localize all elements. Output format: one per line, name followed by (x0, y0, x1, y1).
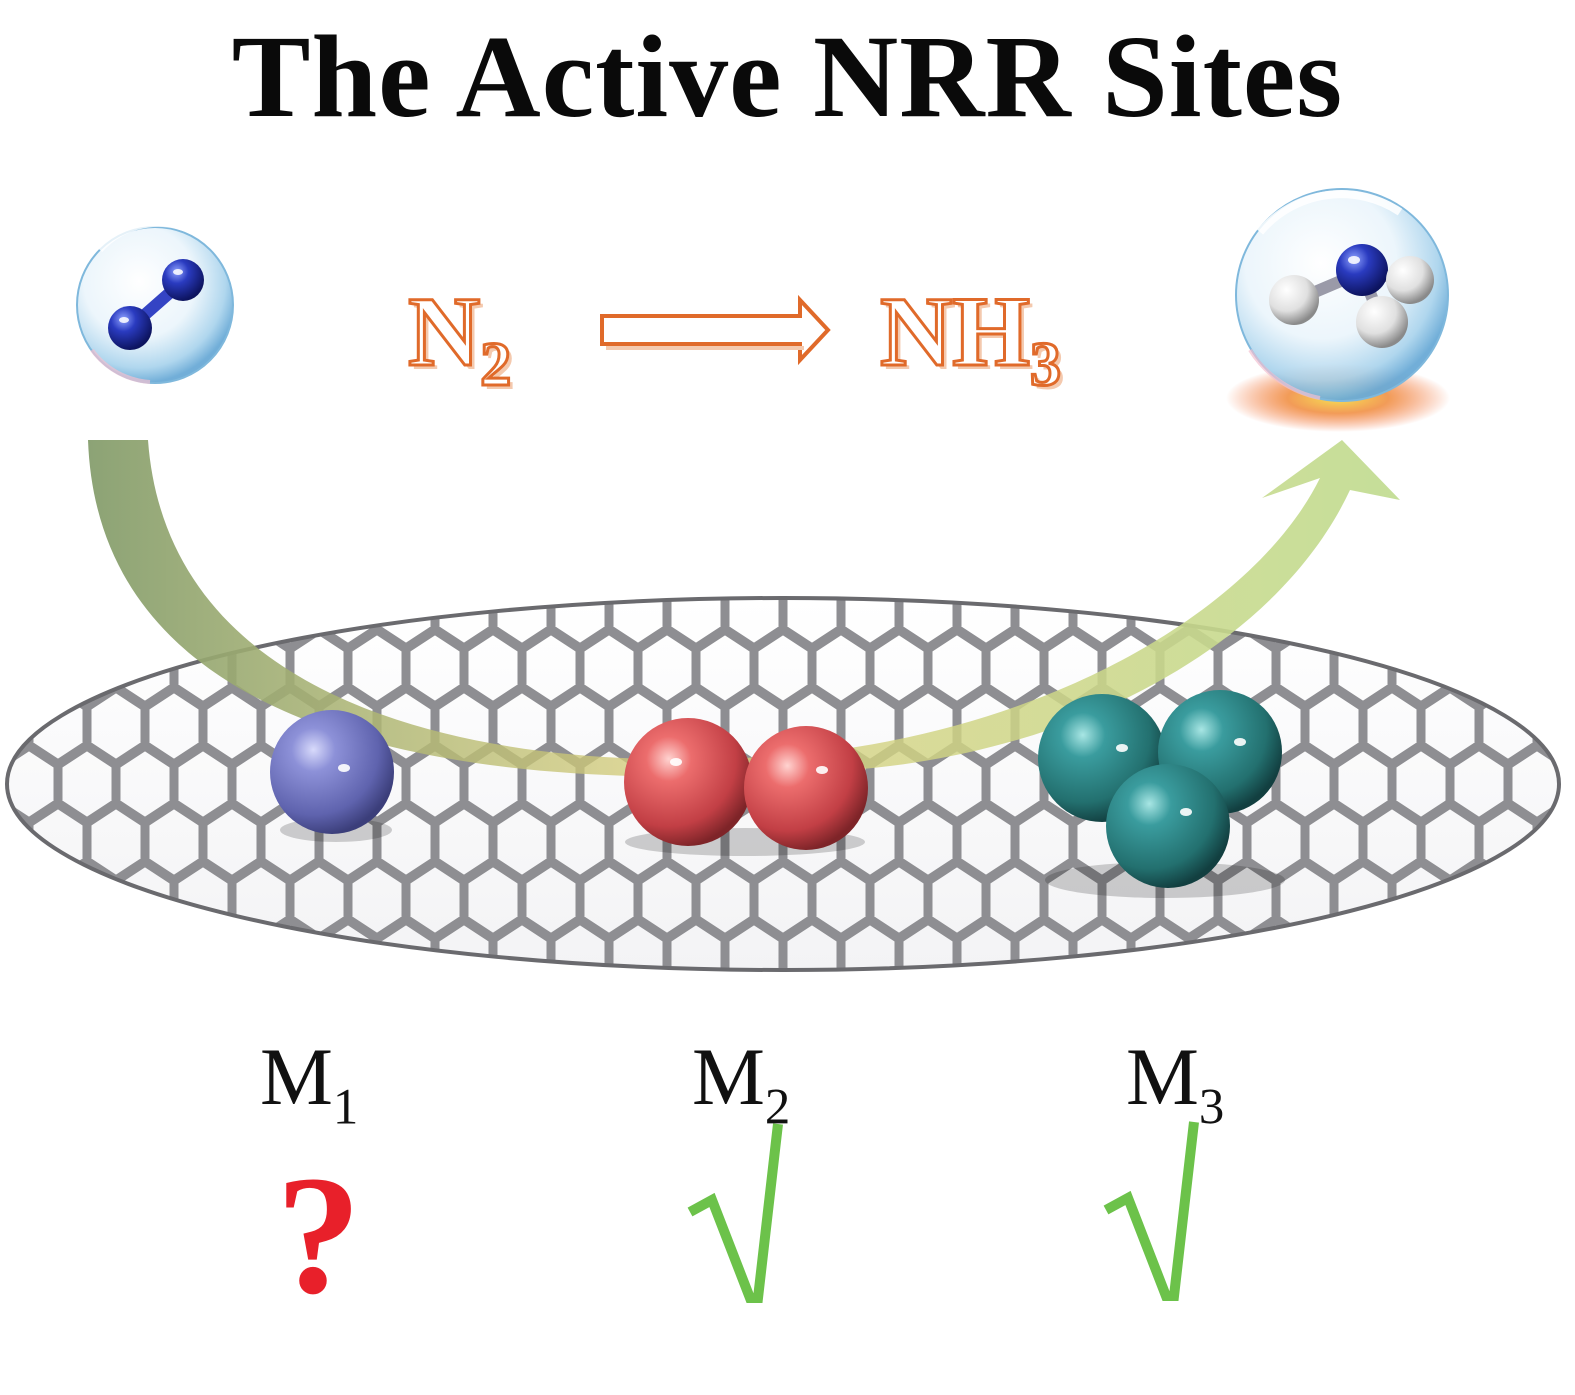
site-subscript: 3 (1198, 1078, 1225, 1135)
product-subscript: 3 (1029, 330, 1063, 399)
site-label-m3: M3 (1126, 1036, 1224, 1132)
reaction-arrow (600, 294, 831, 366)
site-label-m1: M1 (260, 1036, 358, 1132)
n2-molecule-bubble (76, 220, 234, 384)
m2-dimer-atoms (624, 718, 868, 856)
site-symbol: M (1126, 1031, 1199, 1122)
nh3-molecule-bubble (1226, 188, 1450, 432)
m3-trimer-atoms (1038, 690, 1285, 898)
question-mark-verdict: ? (276, 1141, 361, 1329)
site-symbol: M (692, 1031, 765, 1122)
site-label-m2: M2 (692, 1036, 790, 1132)
check-icon (1103, 1121, 1199, 1301)
site-subscript: 1 (332, 1078, 359, 1135)
m1-single-atom (270, 710, 394, 842)
check-icon (687, 1123, 783, 1303)
site-subscript: 2 (764, 1078, 791, 1135)
reactant-formula: N2 (406, 280, 513, 399)
graphene-lattice (7, 598, 1559, 970)
reaction-path-arrow (88, 440, 1400, 777)
page-title: The Active NRR Sites (231, 11, 1344, 142)
site-symbol: M (260, 1031, 333, 1122)
product-symbol: NH (879, 276, 1032, 387)
reactant-subscript: 2 (479, 330, 513, 399)
reactant-symbol: N (406, 276, 481, 387)
product-formula: NH3 (879, 280, 1063, 399)
